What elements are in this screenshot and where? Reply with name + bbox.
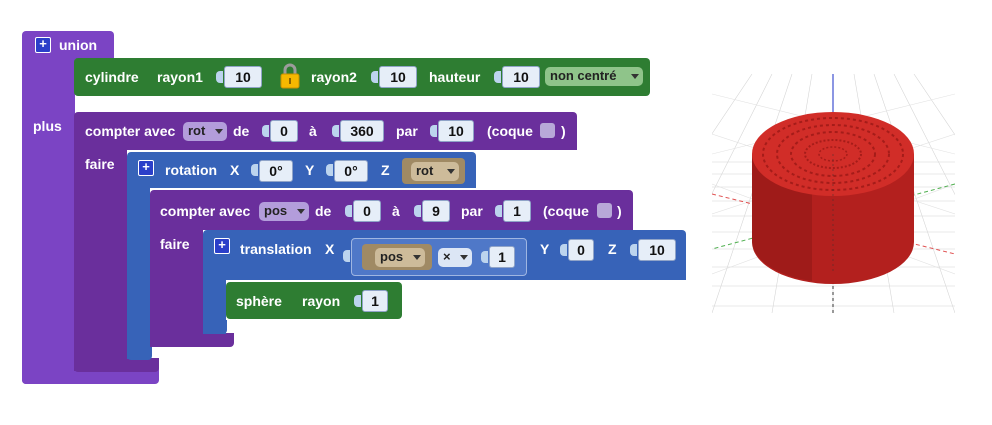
loop-pos-from-socket [345,205,352,217]
chevron-down-icon [215,129,223,134]
lock-icon[interactable] [279,63,301,89]
loop-pos-block[interactable] [150,190,633,230]
rotation-z-value: rot [416,163,434,178]
union-block-foot [22,368,159,384]
loop-rot-from-field[interactable]: 0 [270,120,298,142]
cylinder-label: cylindre [85,69,139,85]
union-expand-icon[interactable]: + [35,37,51,53]
cylinder-r2-field[interactable]: 10 [379,66,417,88]
rotation-y-socket [326,164,333,176]
loop-rot-var-dropdown[interactable]: rot [183,122,227,141]
union-plus-label: plus [33,118,62,134]
translation-y-label: Y [540,241,550,257]
loop-pos-var-dropdown[interactable]: pos [259,202,309,221]
chevron-down-icon [413,255,421,260]
loop-rot-from-socket [262,125,269,137]
translation-foot [203,320,227,334]
cylinder-r2-label: rayon2 [311,69,357,85]
rotation-y-label: Y [305,162,315,178]
cylinder-center-value: non centré [550,68,617,83]
rotation-x-field[interactable]: 0° [259,160,293,182]
translation-x-var-value: pos [380,249,404,264]
translation-z-field[interactable]: 10 [638,239,676,261]
chevron-down-icon [447,169,455,174]
loop-pos-from-field[interactable]: 0 [353,200,381,222]
translation-y-field[interactable]: 0 [568,239,594,261]
cylinder-h-label: hauteur [429,69,481,85]
loop-rot-foot [74,358,159,372]
loop-rot-hull-checkbox[interactable] [540,123,555,138]
loop-pos-step-field[interactable]: 1 [503,200,531,222]
3d-scene [712,74,955,313]
3d-viewport[interactable] [712,74,955,313]
loop-pos-to-label: à [392,203,400,219]
loop-pos-step-socket [495,205,502,217]
translation-x-op-dropdown[interactable]: × [438,248,472,267]
translation-y-socket [560,244,567,256]
loop-rot-label: compter avec [85,123,176,139]
rotation-y-field[interactable]: 0° [334,160,368,182]
loop-rot-spine [74,149,127,371]
loop-pos-hull-close: ) [617,203,622,219]
translation-expand-icon[interactable]: + [214,238,230,254]
rotation-z-label: Z [381,162,390,178]
loop-rot-step-label: par [396,123,418,139]
loop-rot-step-socket [430,125,437,137]
loop-rot-step-field[interactable]: 10 [438,120,474,142]
loop-rot-to-label: à [309,123,317,139]
translation-x-var-dropdown[interactable]: pos [375,248,425,267]
translation-z-socket [630,244,637,256]
cylinder-center-dropdown[interactable]: non centré [545,67,643,86]
sphere-label: sphère [236,293,282,309]
sphere-r-field[interactable]: 1 [362,290,388,312]
translation-x-label: X [325,241,335,257]
loop-pos-foot [150,333,234,347]
cylinder-r2-socket [371,71,378,83]
rotation-label: rotation [165,162,218,178]
loop-pos-step-label: par [461,203,483,219]
cylinder-r1-socket [216,71,223,83]
rotation-x-socket [251,164,258,176]
translation-label: translation [240,241,312,257]
loop-rot-to-socket [332,125,339,137]
loop-pos-hull-checkbox[interactable] [597,203,612,218]
loop-pos-to-field[interactable]: 9 [422,200,450,222]
chevron-down-icon [460,255,468,260]
cylinder-model [752,112,914,284]
rotation-x-label: X [230,162,240,178]
loop-pos-to-socket [414,205,421,217]
chevron-down-icon [631,74,639,79]
chevron-down-icon [297,209,305,214]
loop-rot-hull-close: ) [561,123,566,139]
translation-z-label: Z [608,241,617,257]
loop-pos-hull-label: (coque [543,203,589,219]
cylinder-r1-field[interactable]: 10 [224,66,262,88]
loop-rot-do-label: faire [85,156,115,172]
loop-rot-from-label: de [233,123,250,139]
translation-x-socket [343,250,350,262]
rotation-foot [127,346,152,360]
translation-x-op-value: × [443,249,451,264]
union-label: union [59,37,98,53]
cylinder-h-field[interactable]: 10 [502,66,540,88]
loop-pos-var-value: pos [264,203,288,218]
union-block-spine [22,58,75,384]
rotation-spine [127,187,150,359]
loop-rot-to-field[interactable]: 360 [340,120,384,142]
loop-pos-spine [150,229,203,347]
cylinder-r1-label: rayon1 [157,69,203,85]
cylinder-h-socket [494,71,501,83]
rotation-z-dropdown[interactable]: rot [411,162,459,181]
loop-rot-hull-label: (coque [487,123,533,139]
sphere-r-socket [354,295,361,307]
rotation-expand-icon[interactable]: + [138,160,154,176]
loop-pos-label: compter avec [160,203,251,219]
loop-rot-var-value: rot [188,123,206,138]
loop-rot-block[interactable] [74,112,577,150]
loop-pos-from-label: de [315,203,332,219]
translation-x-factor-field[interactable]: 1 [489,246,515,268]
loop-pos-do-label: faire [160,236,190,252]
translation-x-factor-socket [481,251,488,263]
sphere-r-label: rayon [302,293,341,309]
